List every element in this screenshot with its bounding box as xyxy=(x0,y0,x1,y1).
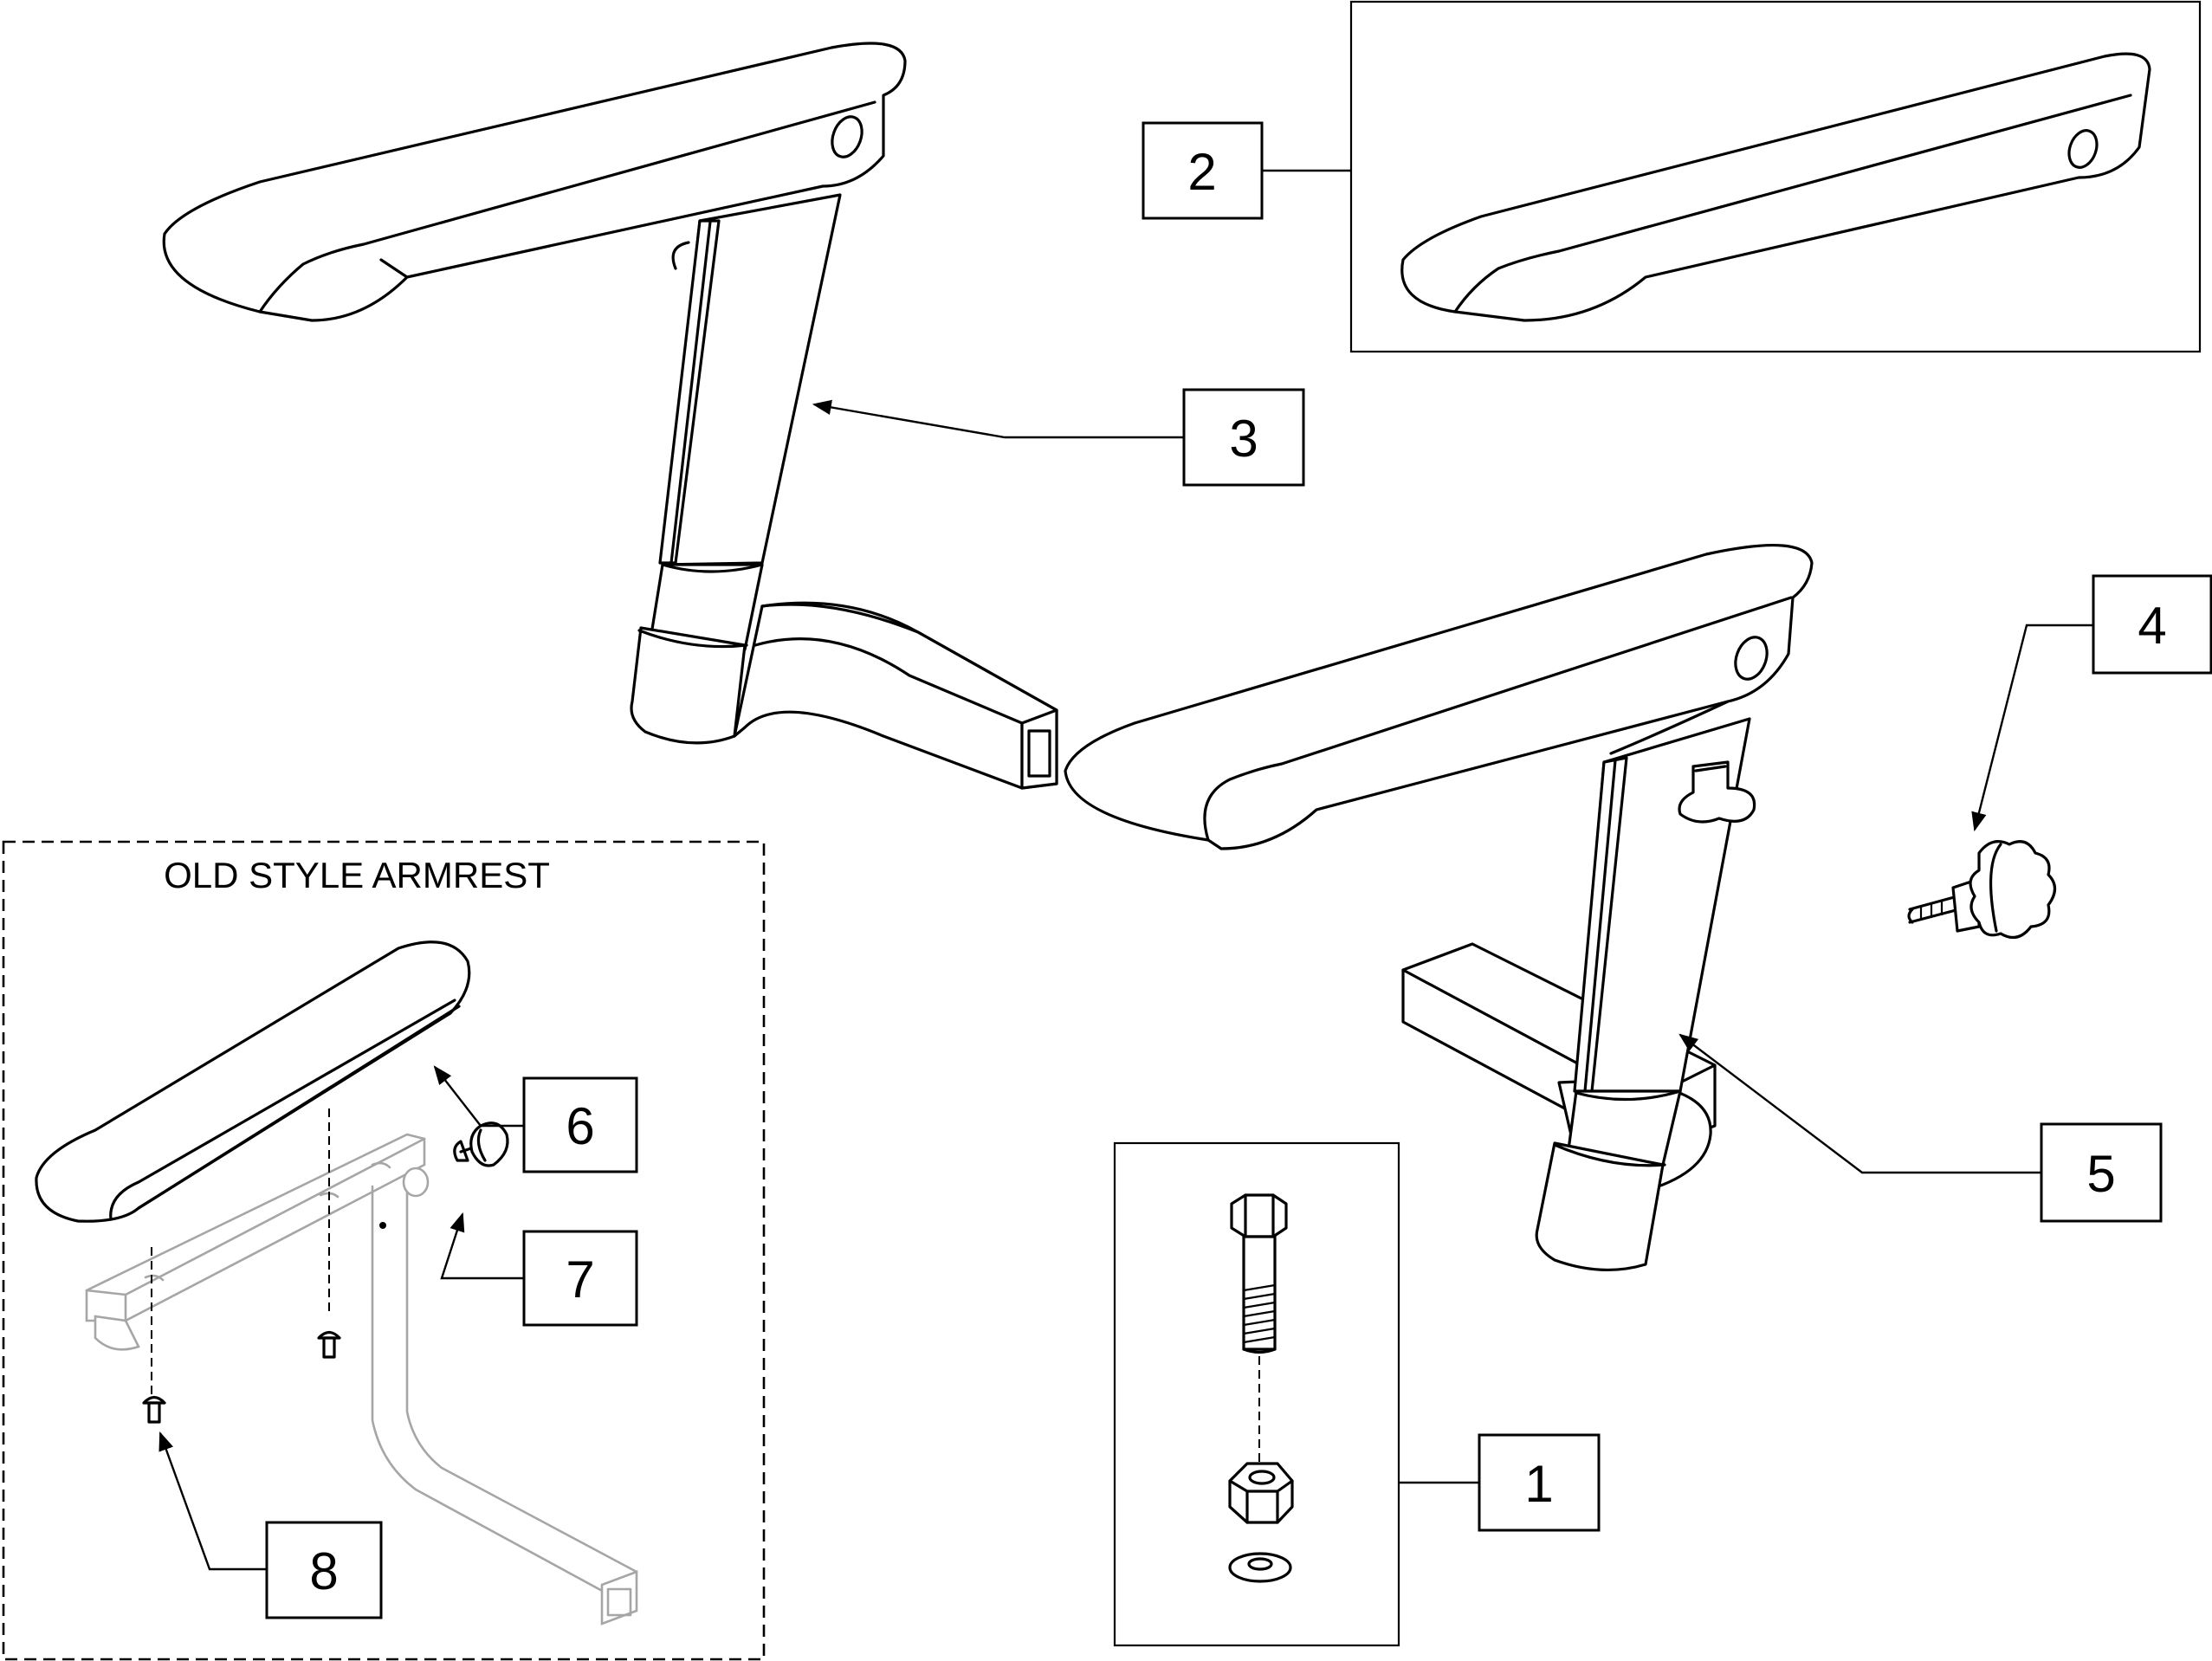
callout-1-label: 1 xyxy=(1524,1455,1553,1513)
old-style-armrest-group: OLD STYLE ARMREST xyxy=(2,840,766,1661)
armrest-assembly-5[interactable] xyxy=(1064,543,1814,1272)
callout-4-label: 4 xyxy=(2138,597,2166,655)
callout-6-label: 6 xyxy=(566,1097,594,1155)
callout-2[interactable]: 2 xyxy=(1142,121,1264,220)
callout-7[interactable]: 7 xyxy=(522,1230,638,1327)
armpad-2[interactable] xyxy=(1349,0,2202,353)
hardware-kit-1[interactable] xyxy=(1113,1141,1400,1647)
old-style-frame-tube[interactable] xyxy=(85,1133,638,1625)
callout-2-label: 2 xyxy=(1187,143,1216,201)
hardware-frame xyxy=(1113,1141,1400,1647)
old-style-knob-7[interactable] xyxy=(453,1121,509,1167)
armpad-2-frame xyxy=(1349,0,2202,353)
armrest-assembly-3[interactable] xyxy=(162,42,1058,790)
callout-6[interactable]: 6 xyxy=(522,1076,638,1173)
knob-4[interactable] xyxy=(1907,840,2057,940)
old-style-armpad-6[interactable] xyxy=(35,940,471,1223)
old-style-title: OLD STYLE ARMREST xyxy=(164,855,550,895)
callout-3-label: 3 xyxy=(1229,410,1258,468)
callout-8-label: 8 xyxy=(309,1542,338,1600)
callout-5-label: 5 xyxy=(2086,1145,2115,1203)
callout-7-label: 7 xyxy=(566,1251,594,1309)
callout-3[interactable]: 3 xyxy=(1182,388,1305,487)
old-style-frame xyxy=(2,840,766,1661)
callout-8[interactable]: 8 xyxy=(265,1521,383,1619)
callout-4[interactable]: 4 xyxy=(2092,574,2212,675)
callout-5[interactable]: 5 xyxy=(2040,1122,2163,1223)
old-style-screws-8[interactable] xyxy=(142,1330,341,1424)
callout-1[interactable]: 1 xyxy=(1478,1433,1601,1532)
